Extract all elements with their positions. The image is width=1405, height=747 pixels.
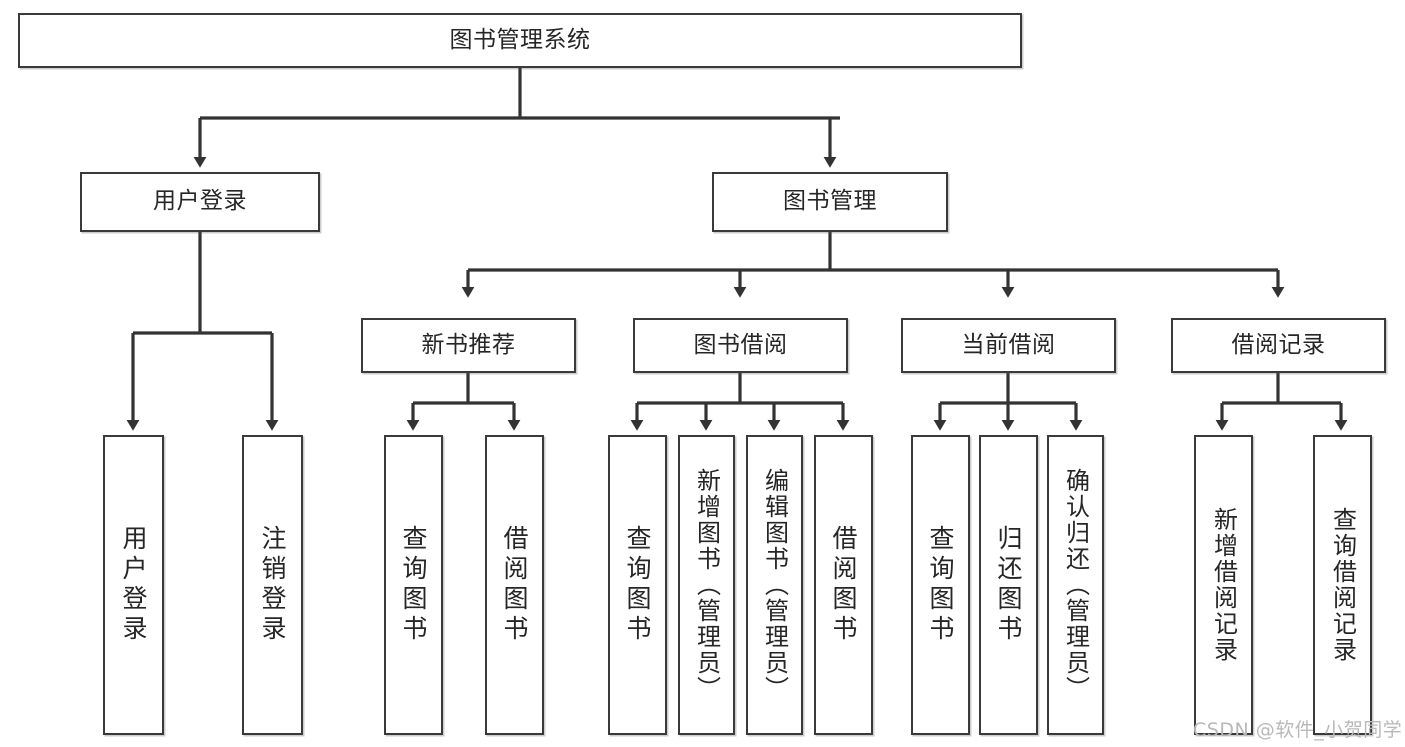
leaf-return-book[interactable]: 归还图书 <box>979 435 1038 735</box>
node-user-login[interactable]: 用户登录 <box>80 172 320 232</box>
leaf-query-book-2[interactable]: 查询图书 <box>608 435 667 735</box>
node-user-login-label: 用户登录 <box>153 188 247 215</box>
leaf-add-record[interactable]: 新增借阅记录 <box>1194 435 1253 735</box>
leaf-user-logout[interactable]: 注销登录 <box>242 435 303 735</box>
node-current-borrow[interactable]: 当前借阅 <box>901 318 1116 373</box>
leaf-add-book[interactable]: 新增图书（管理员） <box>678 435 735 735</box>
node-book-borrow[interactable]: 图书借阅 <box>633 318 848 373</box>
node-root[interactable]: 图书管理系统 <box>18 13 1022 68</box>
node-current-borrow-label: 当前借阅 <box>961 331 1056 358</box>
leaf-query-record-label: 查询借阅记录 <box>1328 507 1357 663</box>
leaf-edit-book[interactable]: 编辑图书（管理员） <box>746 435 803 735</box>
leaf-user-logout-label: 注销登录 <box>258 525 287 645</box>
leaf-borrow-book-1[interactable]: 借阅图书 <box>485 435 544 735</box>
leaf-edit-book-label: 编辑图书（管理员） <box>760 468 789 702</box>
leaf-query-book-2-label: 查询图书 <box>623 525 652 645</box>
leaf-query-book-3[interactable]: 查询图书 <box>911 435 970 735</box>
leaf-confirm-return-label: 确认归还（管理员） <box>1061 468 1090 702</box>
leaf-borrow-book-2-label: 借阅图书 <box>829 525 858 645</box>
node-new-book-recommend-label: 新书推荐 <box>421 331 516 358</box>
node-root-label: 图书管理系统 <box>449 26 591 53</box>
leaf-borrow-book-2[interactable]: 借阅图书 <box>814 435 873 735</box>
leaf-user-login[interactable]: 用户登录 <box>103 435 164 735</box>
leaf-borrow-book-1-label: 借阅图书 <box>500 525 529 645</box>
leaf-user-login-label: 用户登录 <box>119 525 148 645</box>
node-borrow-records[interactable]: 借阅记录 <box>1171 318 1386 373</box>
leaf-confirm-return[interactable]: 确认归还（管理员） <box>1047 435 1104 735</box>
watermark-text: CSDN @软件_小贺同学 <box>1193 719 1403 741</box>
leaf-add-record-label: 新增借阅记录 <box>1209 507 1238 663</box>
leaf-query-book-3-label: 查询图书 <box>926 525 955 645</box>
node-book-borrow-label: 图书借阅 <box>693 331 788 358</box>
node-book-management[interactable]: 图书管理 <box>712 172 948 232</box>
node-new-book-recommend[interactable]: 新书推荐 <box>361 318 576 373</box>
node-borrow-records-label: 借阅记录 <box>1231 331 1326 358</box>
leaf-query-book-1-label: 查询图书 <box>399 525 428 645</box>
leaf-add-book-label: 新增图书（管理员） <box>692 468 721 702</box>
node-book-management-label: 图书管理 <box>783 188 877 215</box>
leaf-query-book-1[interactable]: 查询图书 <box>384 435 443 735</box>
leaf-query-record[interactable]: 查询借阅记录 <box>1313 435 1372 735</box>
leaf-return-book-label: 归还图书 <box>994 525 1023 645</box>
